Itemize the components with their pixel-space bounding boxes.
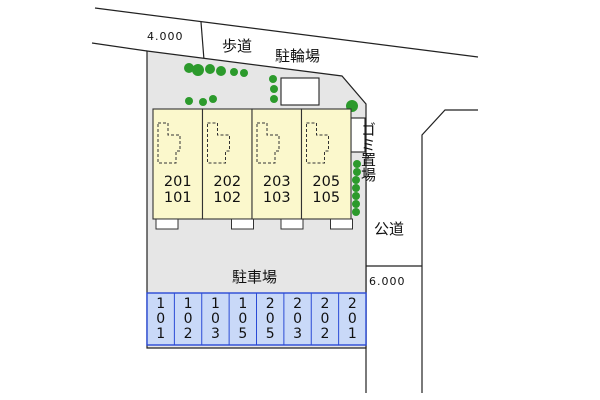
parking-slot: 105	[228, 293, 247, 345]
bush-icon	[240, 69, 248, 77]
bush-icon	[216, 66, 226, 76]
parking-slot: 201	[338, 293, 357, 345]
unit-number-lower: 103	[263, 190, 291, 206]
slot-number-char: 2	[184, 326, 193, 342]
slot-number-char: 1	[156, 326, 165, 342]
slot-number-char: 0	[156, 311, 165, 327]
garbage-area-text: ゴミ置場	[359, 122, 377, 182]
balcony-outline	[157, 122, 181, 164]
entrance-porch	[155, 218, 179, 230]
slot-number-char: 2	[293, 296, 302, 312]
road-width-top: 4.000	[147, 30, 184, 43]
slot-number-char: 0	[266, 311, 275, 327]
slot-number-char: 3	[211, 326, 220, 342]
unit-number-lower: 101	[164, 190, 192, 206]
vegetation	[184, 63, 361, 216]
sidewalk-label: 歩道	[222, 37, 252, 55]
entrance-porch	[231, 218, 254, 230]
unit-outline	[300, 108, 352, 220]
slot-number-char: 2	[266, 296, 275, 312]
bush-icon	[270, 85, 278, 93]
slot-number-char: 0	[348, 311, 357, 327]
parking-slot: 103	[201, 293, 220, 345]
bush-icon	[352, 184, 360, 192]
slot-number-char: 2	[320, 296, 329, 312]
public-road-label: 公道	[374, 220, 404, 238]
slot-number-char: 2	[348, 296, 357, 312]
unit-number-lower: 105	[312, 190, 340, 206]
unit-number-upper: 202	[213, 174, 241, 190]
garbage-area-label: ゴミ置場	[359, 122, 377, 182]
parking-label: 駐車場	[232, 268, 277, 286]
balcony-outline	[256, 122, 280, 164]
slot-number-char: 1	[184, 296, 193, 312]
bush-icon	[205, 64, 215, 74]
bush-icon	[184, 63, 194, 73]
bush-icon	[209, 95, 217, 103]
road-width-right: 6.000	[369, 275, 406, 288]
sidewalk-edge-bottom	[91, 42, 148, 52]
unit-outline	[201, 108, 253, 220]
bush-icon	[353, 160, 361, 168]
slot-number-char: 3	[293, 326, 302, 342]
bush-icon	[352, 192, 360, 200]
bike-parking-label: 駐輪場	[275, 47, 320, 65]
bush-icon	[185, 97, 193, 105]
unit-number-upper: 201	[164, 174, 192, 190]
bush-icon	[270, 95, 278, 103]
slot-number-char: 5	[266, 326, 275, 342]
unit-number-upper: 205	[312, 174, 340, 190]
parking-slot: 202	[310, 293, 329, 345]
bush-icon	[352, 208, 360, 216]
slot-number-char: 0	[184, 311, 193, 327]
slot-number-char: 0	[211, 311, 220, 327]
parking-slot: 205	[256, 293, 275, 345]
slot-number-char: 1	[348, 326, 357, 342]
bush-icon	[199, 98, 207, 106]
bush-icon	[352, 200, 360, 208]
width-tick-top	[200, 21, 205, 61]
slot-number-char: 0	[293, 311, 302, 327]
parking-slot: 101	[156, 296, 165, 342]
balcony-outline	[207, 122, 230, 164]
slot-number-char: 1	[156, 296, 165, 312]
unit-number-lower: 102	[213, 190, 241, 206]
parking-slot: 102	[173, 293, 193, 345]
entrance-porch	[280, 218, 304, 230]
entrance-porch	[330, 218, 353, 230]
unit-outline	[251, 108, 303, 220]
unit-number-upper: 203	[263, 174, 291, 190]
unit-outline	[152, 108, 204, 220]
bush-icon	[269, 75, 277, 83]
slot-number-char: 5	[238, 326, 247, 342]
sidewalk-edge-top	[94, 7, 479, 58]
bush-icon	[230, 68, 238, 76]
bush-icon	[352, 176, 360, 184]
slot-number-char: 2	[320, 326, 329, 342]
slot-number-char: 0	[320, 311, 329, 327]
slot-number-char: 0	[238, 311, 247, 327]
bush-icon	[353, 168, 361, 176]
bush-icon	[192, 64, 204, 76]
bike-parking-shed	[280, 77, 320, 106]
public-road-east-edge	[421, 109, 478, 393]
balcony-outline	[306, 122, 329, 164]
parking-slot: 203	[283, 293, 302, 345]
slot-number-char: 1	[211, 296, 220, 312]
slot-number-char: 1	[238, 296, 247, 312]
